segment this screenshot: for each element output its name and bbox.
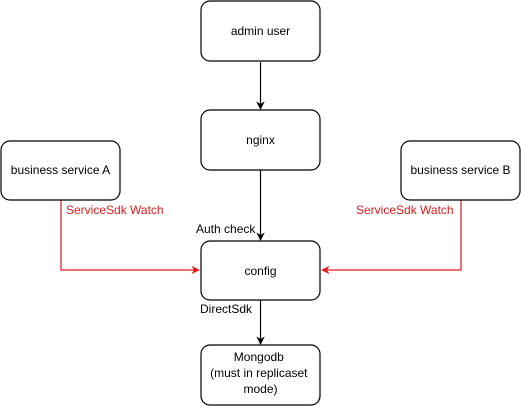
node-nginx-label: nginx (246, 133, 275, 147)
node-mongodb[interactable]: Mongodb (must in replicaset mode) (200, 344, 321, 406)
node-config[interactable]: config (200, 240, 321, 301)
node-mongodb-label: Mongodb (must in replicaset mode) (210, 350, 311, 396)
edge-business-b-to-config (321, 200, 462, 275)
node-mongodb-line-1: Mongodb (234, 350, 284, 364)
node-mongodb-line-2: (must in replicaset (210, 366, 308, 380)
node-admin-user-label: admin user (231, 24, 290, 38)
edge-label-servicesdk-watch-a: ServiceSdk Watch (66, 203, 164, 217)
edge-label-auth-check: Auth check (196, 222, 256, 236)
node-admin-user[interactable]: admin user (200, 0, 321, 62)
node-config-label: config (244, 264, 276, 278)
edge-business-a-to-config (60, 200, 200, 275)
node-business-service-b[interactable]: business service B (400, 140, 521, 201)
edge-label-servicesdk-watch-b: ServiceSdk Watch (356, 203, 454, 217)
edge-label-directsdk: DirectSdk (200, 302, 253, 316)
node-business-service-b-label: business service B (410, 163, 510, 177)
node-mongodb-line-3: mode) (243, 382, 277, 396)
node-business-service-a-label: business service A (11, 163, 110, 177)
node-nginx[interactable]: nginx (200, 109, 321, 171)
node-business-service-a[interactable]: business service A (0, 140, 121, 201)
